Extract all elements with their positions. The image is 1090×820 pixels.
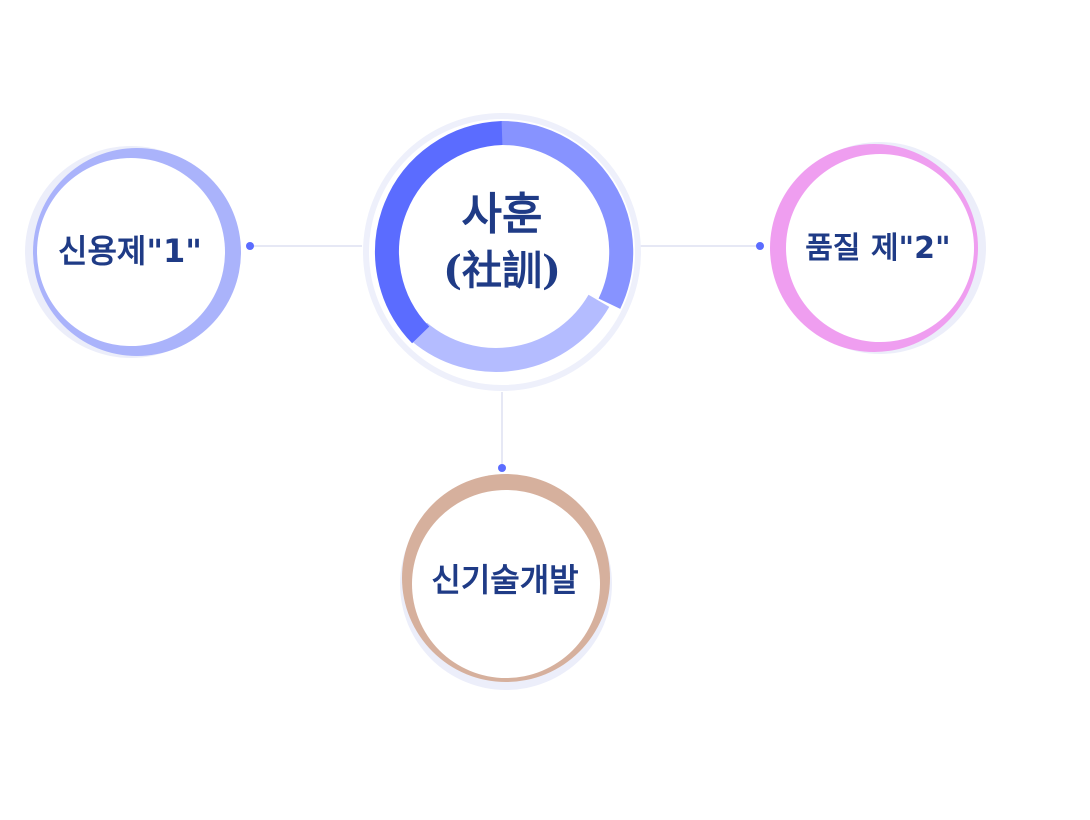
node-right-face bbox=[786, 154, 974, 342]
node-bottom-face bbox=[412, 490, 600, 678]
node-left-label: 신용제"1" bbox=[58, 232, 202, 270]
node-bottom-label: 신기술개발 bbox=[431, 561, 579, 599]
center-title: 사훈 bbox=[461, 189, 543, 240]
node-right-label: 품질 제"2" bbox=[805, 231, 951, 266]
donut-segment-bottom bbox=[411, 294, 610, 372]
center-donut-ring bbox=[375, 120, 634, 372]
center-subtitle: (社訓) bbox=[443, 247, 561, 294]
donut-segment-right bbox=[500, 120, 634, 309]
connector-dot-bottom bbox=[498, 464, 506, 472]
node-left-face bbox=[37, 158, 225, 346]
donut-segment-left bbox=[375, 121, 503, 344]
connector-dot-left bbox=[246, 242, 254, 250]
connector-dot-right bbox=[756, 242, 764, 250]
